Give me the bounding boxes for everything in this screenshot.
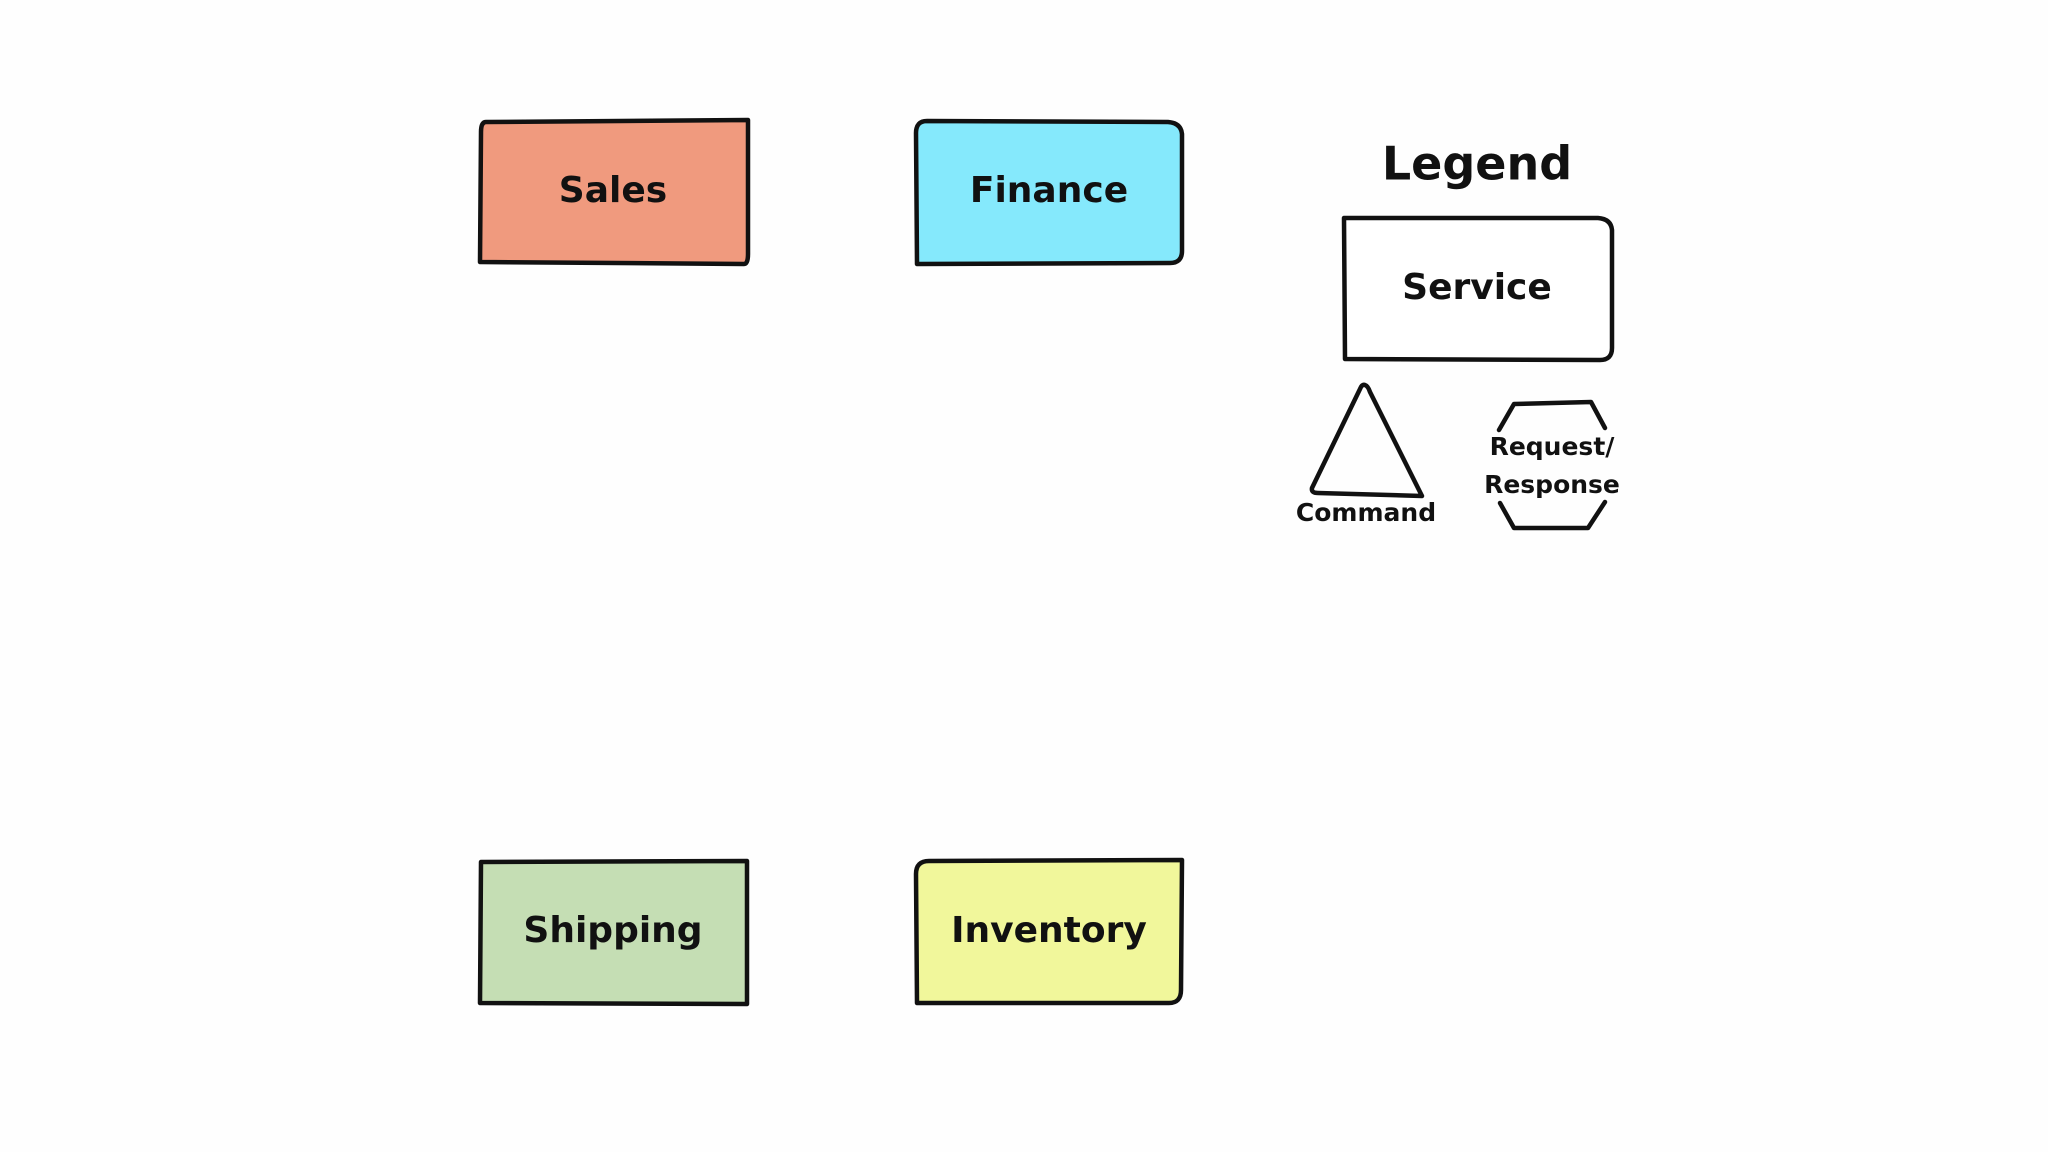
legend: Legend Service Command Request/ Response <box>1296 137 1620 531</box>
legend-request-label-line1: Request/ <box>1490 432 1616 461</box>
service-label-sales: Sales <box>559 170 667 211</box>
service-box-finance[interactable]: Finance <box>913 118 1185 267</box>
legend-request-hexagon-top-icon <box>1496 399 1608 433</box>
legend-title: Legend <box>1382 137 1572 191</box>
legend-command-label: Command <box>1296 498 1436 527</box>
legend-service-label: Service <box>1402 267 1552 308</box>
service-label-finance: Finance <box>970 170 1128 211</box>
service-label-shipping: Shipping <box>523 910 702 951</box>
service-label-inventory: Inventory <box>951 910 1147 951</box>
legend-service-shape <box>1341 215 1615 363</box>
legend-request-hexagon-bottom-icon <box>1497 499 1608 531</box>
legend-request-label-line2: Response <box>1484 470 1620 499</box>
service-box-shipping[interactable]: Shipping <box>477 858 750 1007</box>
service-box-sales[interactable]: Sales <box>477 117 751 267</box>
service-box-inventory[interactable]: Inventory <box>913 857 1185 1006</box>
legend-command-triangle-icon <box>1309 382 1425 499</box>
